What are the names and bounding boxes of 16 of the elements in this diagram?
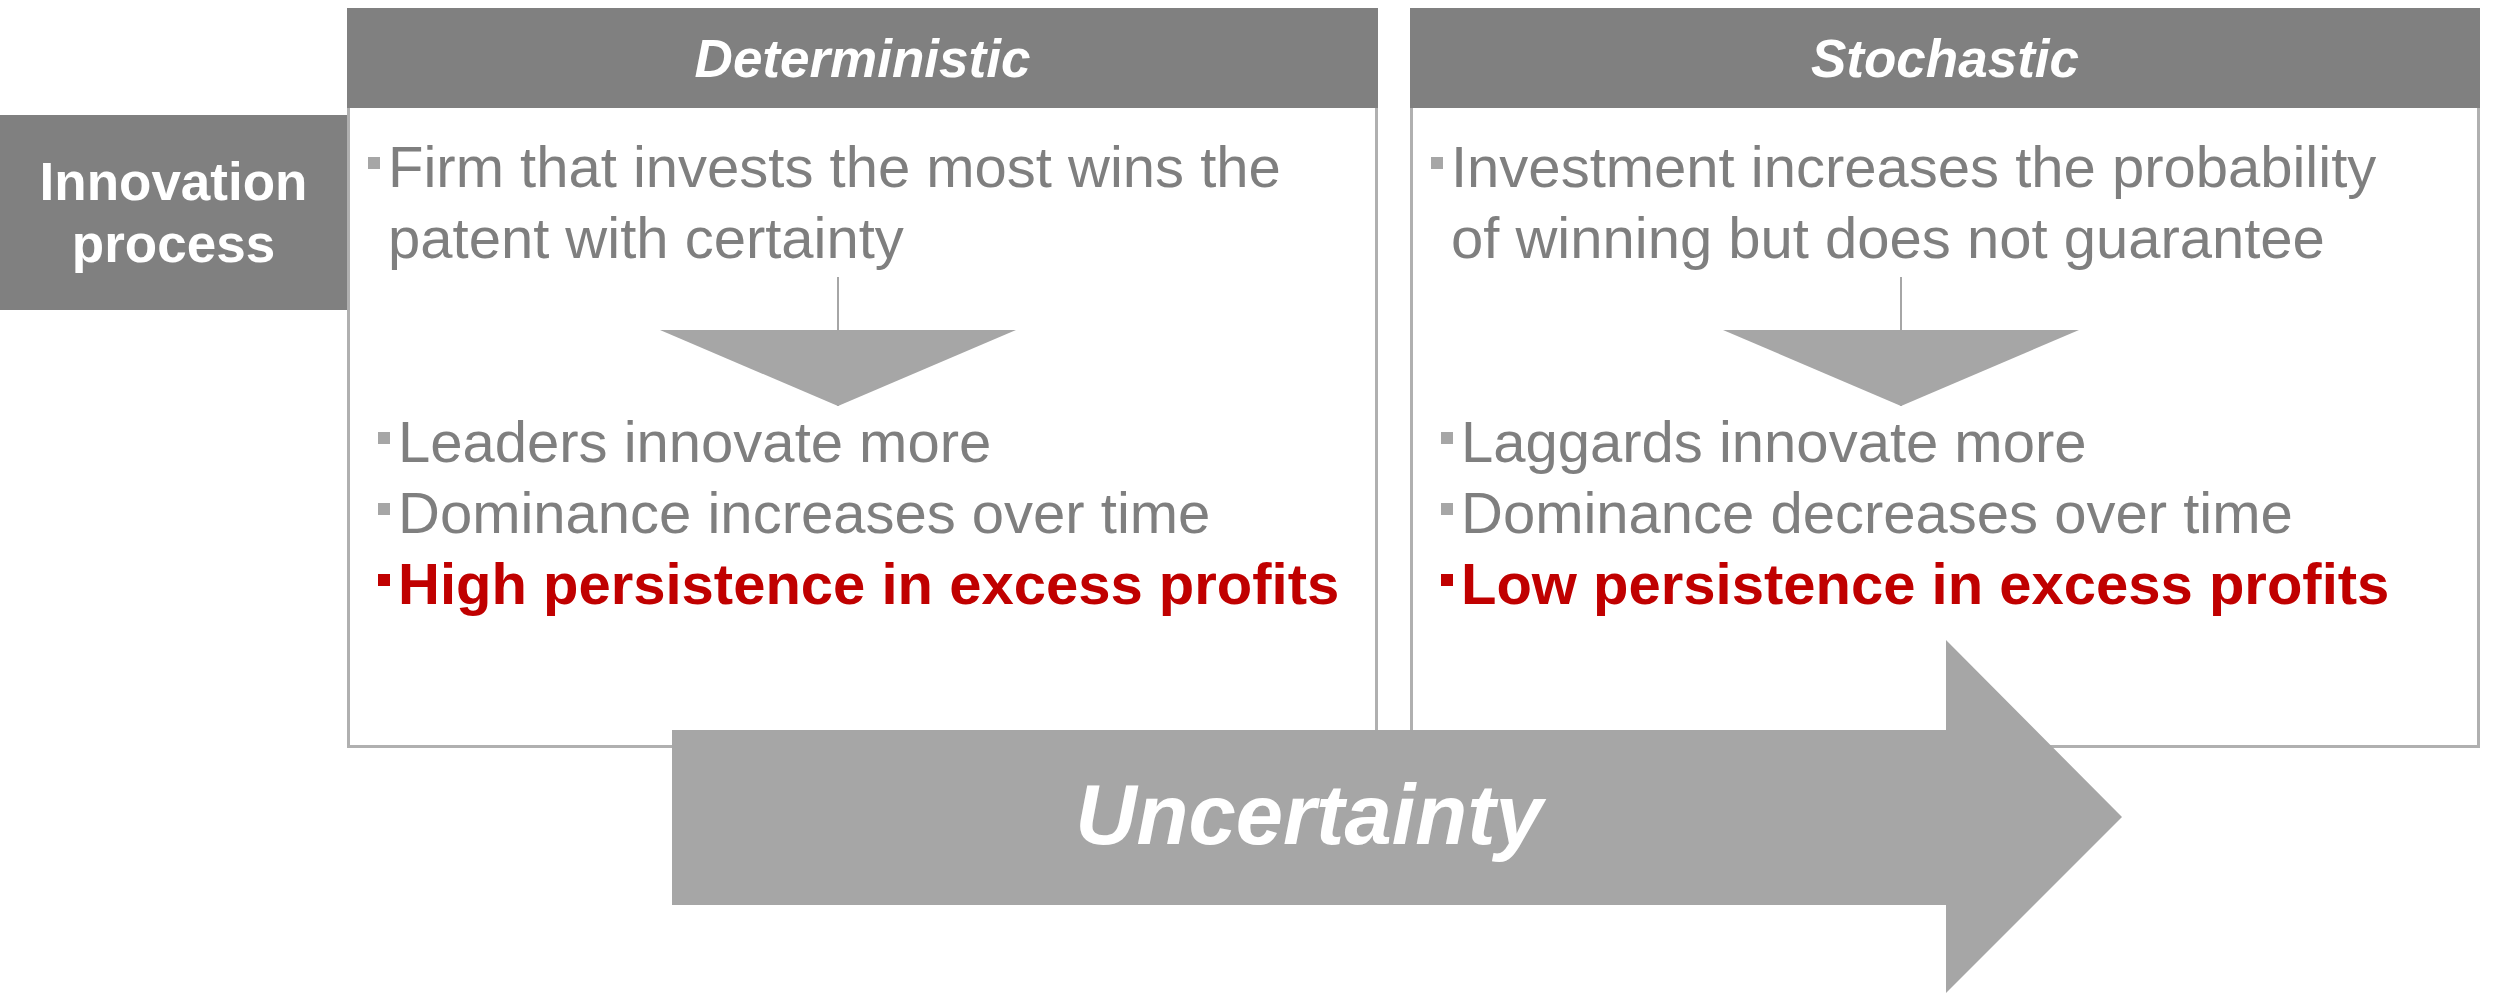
bullet-text: Firm that invests the most wins the patent with certainty [388, 133, 1282, 272]
arrow-label: Uncertainty [672, 765, 1946, 865]
bullet-text: Leaders innovate more [398, 408, 993, 476]
column-panel [1410, 8, 2480, 748]
bullet-text: Investment increases the probability of winning but does not guarantee [1451, 133, 2378, 272]
column-panel [347, 8, 1378, 748]
chevron-arrow [1723, 276, 2079, 407]
highlighted-bullet-text: High persistence in excess profits [398, 550, 1341, 618]
column-header: Stochastic [1410, 8, 2480, 108]
bullet-text: Dominance decreases over time [1461, 479, 2294, 547]
bullet-text: Dominance increases over time [398, 479, 1212, 547]
bullet-text: Laggards innovate more [1461, 408, 2088, 476]
chevron-arrow [660, 276, 1016, 407]
column-header: Deterministic [347, 8, 1378, 108]
row-label: Innovation process [0, 115, 347, 310]
highlighted-bullet-text: Low persistence in excess profits [1461, 550, 2391, 618]
